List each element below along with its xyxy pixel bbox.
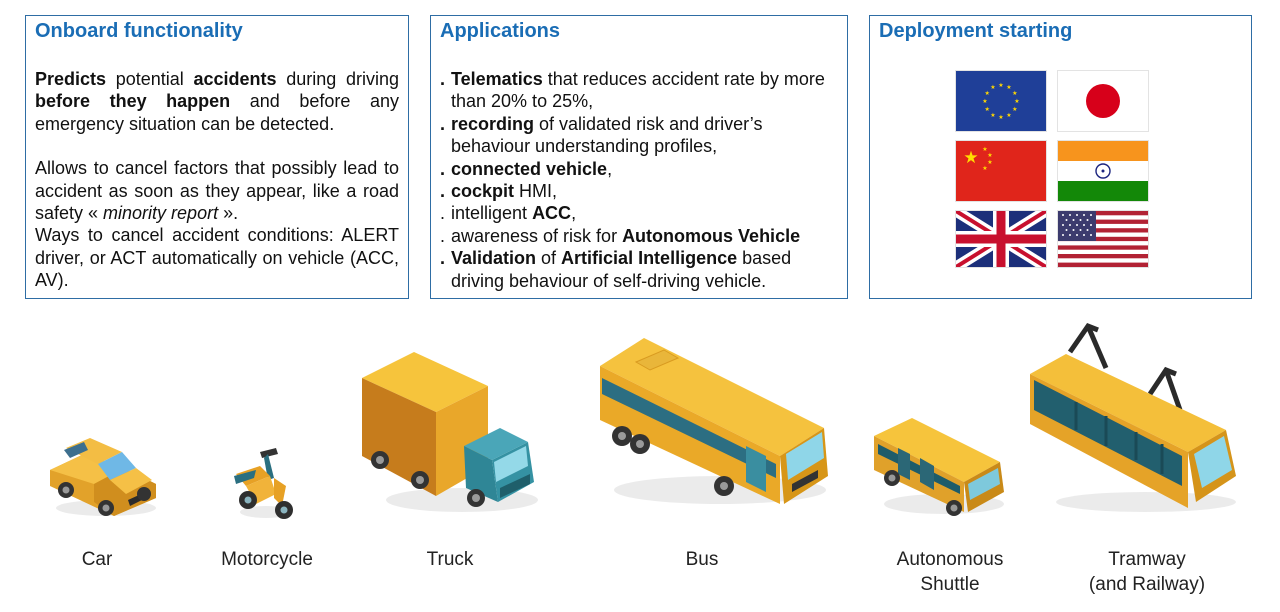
vehicle-label-tramway: Tramway (and Railway) [1088, 549, 1206, 595]
deployment-panel: Deployment starting ★★★ ★★★ ★★★ ★★★ [869, 15, 1252, 299]
svg-text:★: ★ [985, 90, 990, 97]
panel-title: Deployment starting [879, 20, 1073, 42]
applications-panel: Applications .Telematics that reduces ac… [430, 15, 848, 299]
onboard-description: Predicts potential accidents during driv… [35, 68, 399, 292]
list-item: .awareness of risk for Autonomous Vehicl… [440, 225, 801, 246]
china-flag-icon: ★ ★ ★ ★ ★ [956, 141, 1046, 201]
svg-text:★: ★ [982, 165, 987, 172]
svg-text:★: ★ [998, 114, 1003, 121]
svg-text:★: ★ [982, 146, 987, 153]
truck-icon [358, 348, 540, 520]
svg-text:★: ★ [985, 106, 990, 113]
list-item: .intelligent ACC, [440, 203, 577, 224]
svg-text:★: ★ [1012, 90, 1017, 97]
svg-text:★: ★ [990, 112, 995, 119]
eu-flag-icon: ★★★ ★★★ ★★★ ★★★ [956, 71, 1046, 131]
india-flag-icon [1058, 141, 1148, 201]
svg-text:★: ★ [1014, 98, 1019, 105]
svg-text:★: ★ [963, 148, 978, 168]
svg-text:★: ★ [987, 152, 992, 159]
svg-text:★: ★ [982, 98, 987, 105]
panel-title: Applications [440, 20, 561, 42]
tramway-icon [1026, 318, 1238, 514]
vehicle-label-truck: Truck [426, 549, 474, 570]
onboard-paragraph-2: Allows to cancel factors that possibly l… [35, 158, 399, 224]
svg-text:★: ★ [1006, 84, 1011, 91]
svg-text:★: ★ [1006, 112, 1011, 119]
vehicle-label-car: Car [81, 549, 113, 570]
vehicle-label-bus: Bus [685, 549, 719, 570]
uk-flag-icon [956, 211, 1046, 267]
list-item: .Telematics that reduces accident rate b… [440, 69, 825, 112]
japan-flag-icon [1058, 71, 1148, 131]
svg-text:★: ★ [990, 84, 995, 91]
list-item: .Validation of Artificial Intelligence b… [440, 248, 792, 291]
list-item: .cockpit HMI, [440, 181, 558, 202]
shuttle-icon [868, 410, 1010, 518]
svg-text:★: ★ [987, 159, 992, 166]
onboard-functionality-panel: Onboard functionality Predicts potential… [25, 15, 409, 299]
onboard-paragraph-3: Ways to cancel accident conditions: ALER… [35, 225, 399, 291]
vehicle-label-motorcycle: Motorcycle [221, 549, 313, 570]
onboard-paragraph-1: Predicts potential accidents during driv… [35, 69, 399, 134]
list-item: .connected vehicle, [440, 158, 613, 179]
svg-text:★: ★ [1012, 106, 1017, 113]
car-icon [44, 428, 160, 520]
usa-flag-icon [1058, 211, 1148, 267]
flags-grid: ★★★ ★★★ ★★★ ★★★ ★ ★ ★ ★ ★ [956, 71, 1150, 269]
svg-text:★: ★ [998, 82, 1003, 89]
applications-list: .Telematics that reduces accident rate b… [440, 68, 844, 292]
vehicle-label-shuttle: Autonomous Shuttle [896, 549, 1004, 595]
panel-title: Onboard functionality [35, 20, 243, 42]
motorcycle-icon [230, 446, 296, 520]
bus-icon [596, 334, 832, 510]
list-item: .recording of validated risk and driver’… [440, 113, 763, 157]
